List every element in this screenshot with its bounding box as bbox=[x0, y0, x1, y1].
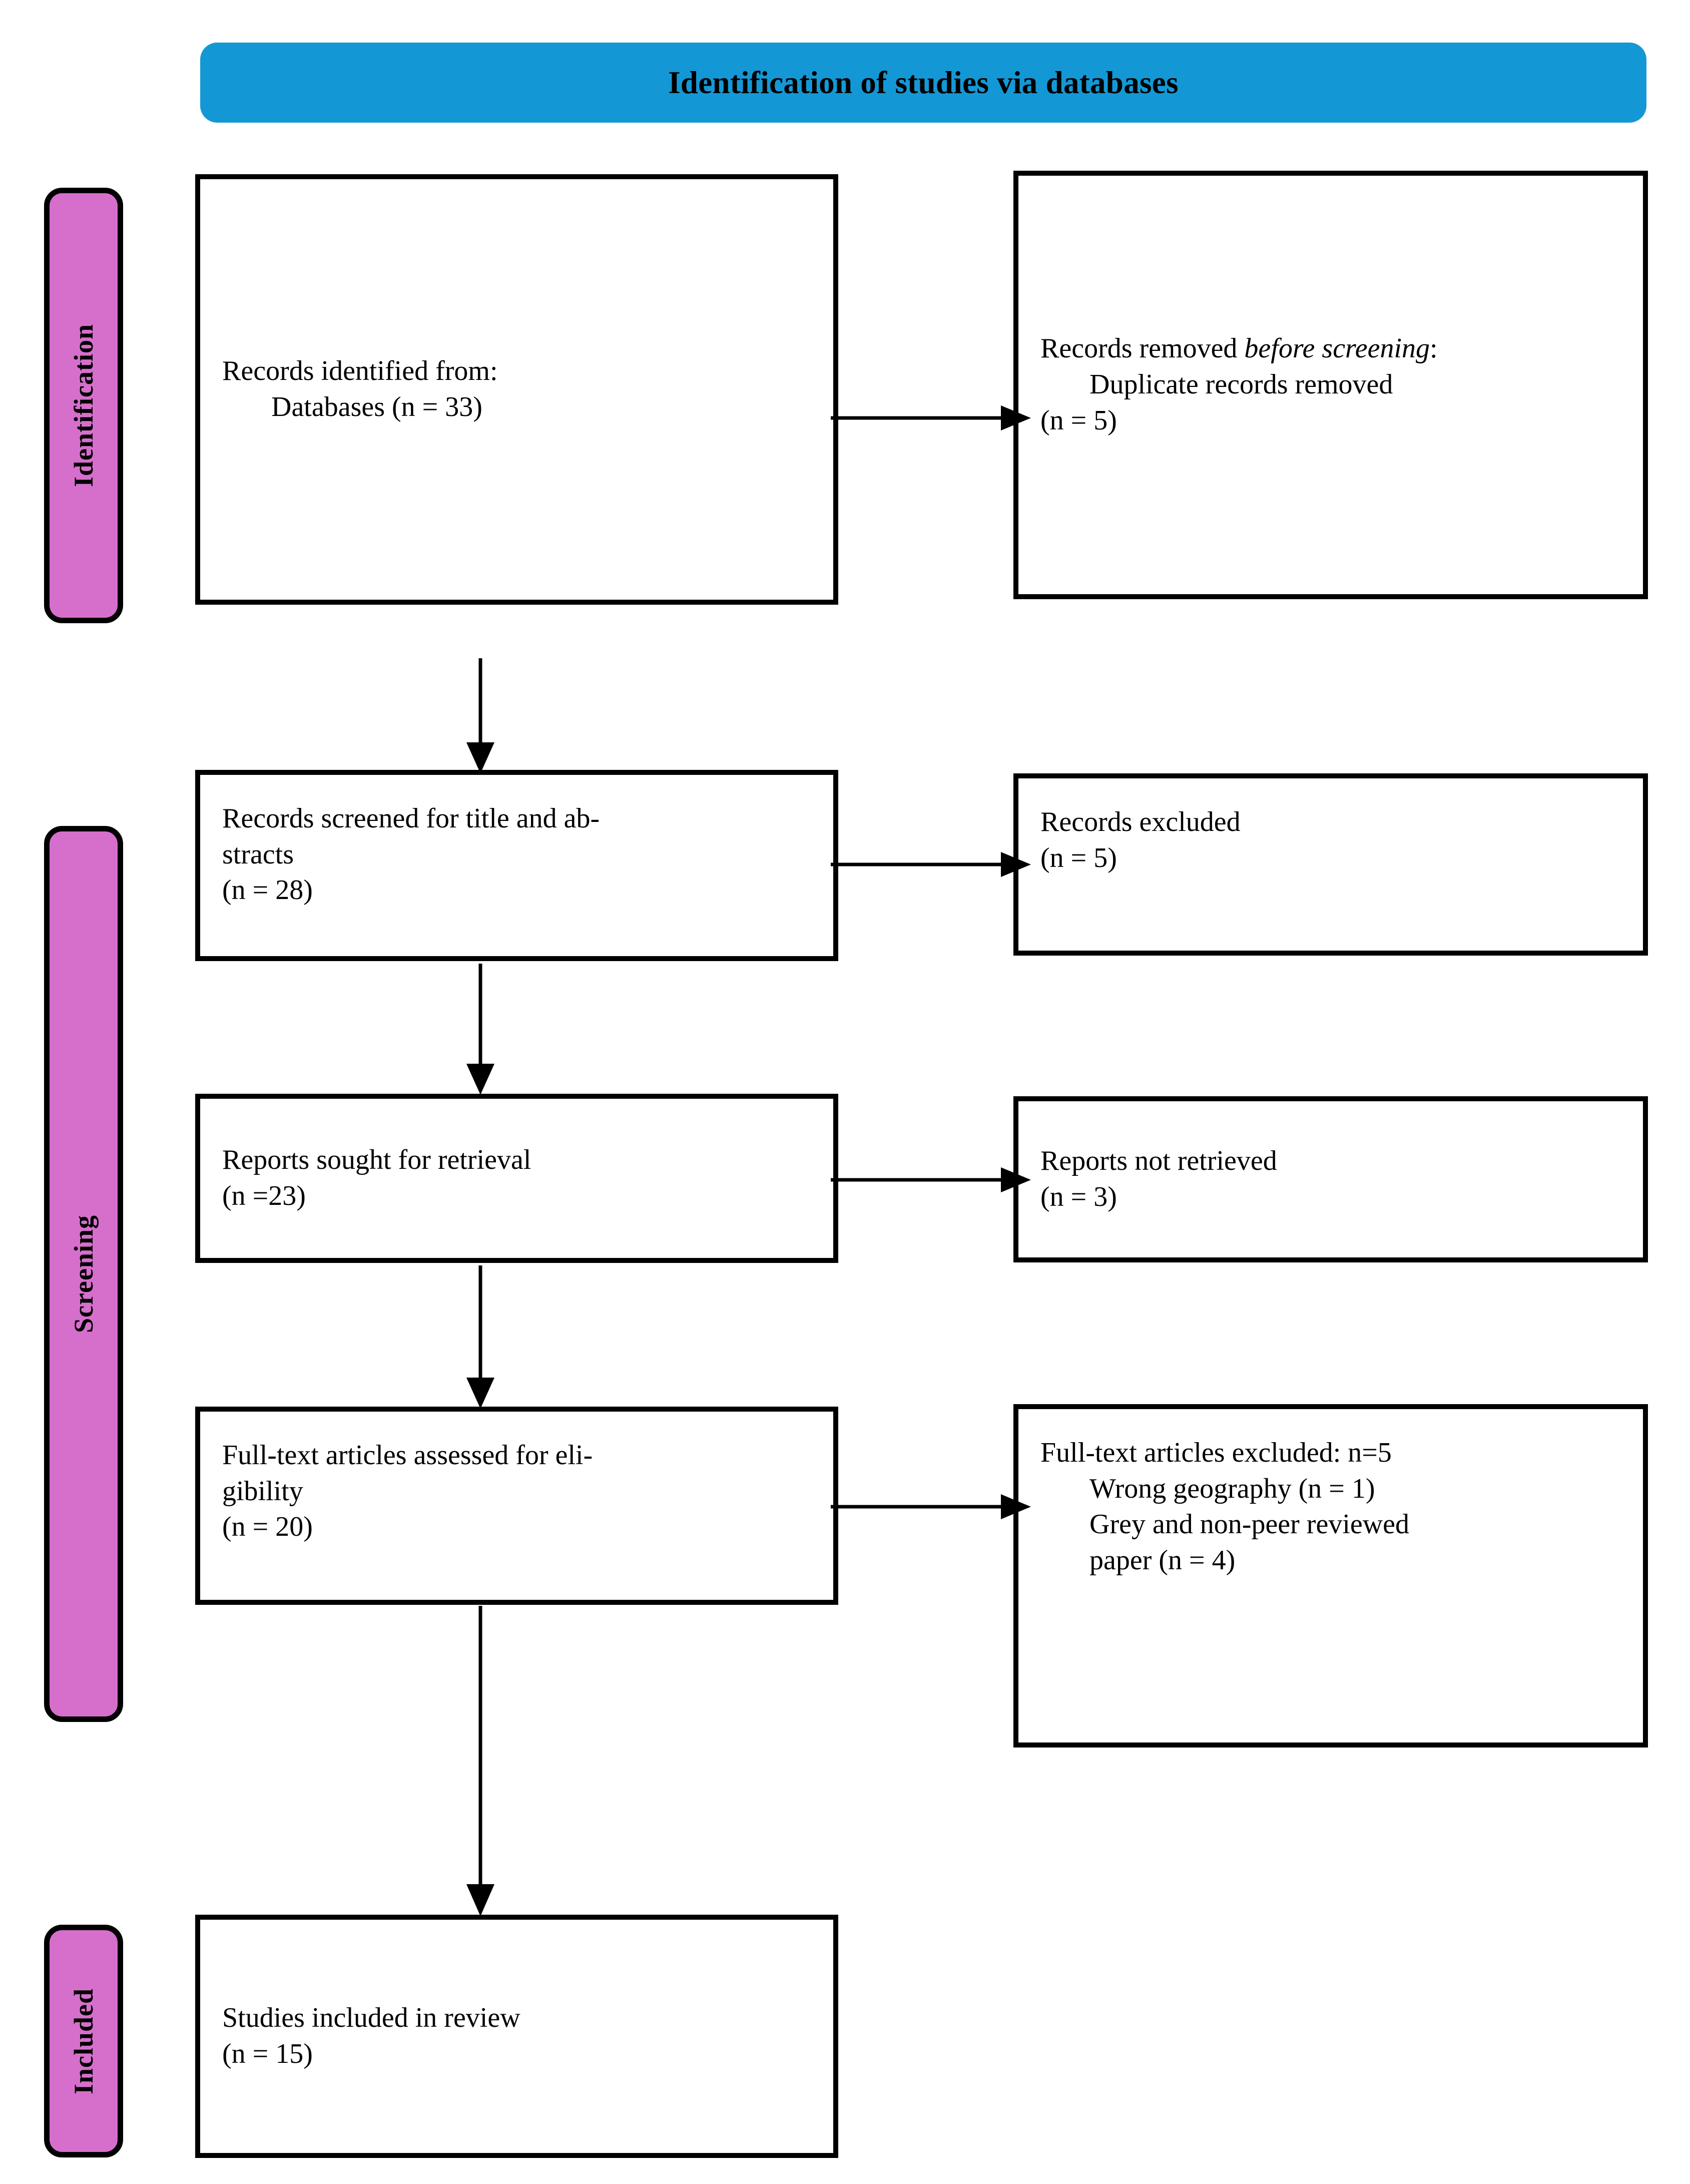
fulltext-assessed-line2: gibility bbox=[222, 1475, 303, 1507]
records-excluded-line2: (n = 5) bbox=[1040, 842, 1117, 873]
reports-sought-line1: Reports sought for retrieval bbox=[222, 1144, 531, 1176]
arrow-fulltext-to-fulltext-excluded bbox=[831, 1494, 1031, 1519]
stage-bar-screening: Screening bbox=[44, 826, 123, 1722]
records-identified-line1: Records identified from: bbox=[222, 355, 498, 387]
records-removed-line1-italic: before screening bbox=[1244, 333, 1430, 364]
fulltext-excluded-line3: Grey and non-peer reviewed bbox=[1089, 1509, 1410, 1540]
fulltext-assessed-line1: Full-text articles assessed for eli- bbox=[222, 1440, 593, 1471]
reports-not-retrieved-line1: Reports not retrieved bbox=[1040, 1145, 1277, 1177]
fulltext-excluded-line1: Full-text articles excluded: n=5 bbox=[1040, 1437, 1392, 1468]
box-studies-included-text: Studies included in review (n = 15) bbox=[222, 2000, 520, 2072]
records-screened-line1: Records screened for title and ab- bbox=[222, 803, 600, 834]
records-identified-line2: Databases (n = 33) bbox=[271, 391, 482, 422]
fulltext-excluded-line2: Wrong geography (n = 1) bbox=[1089, 1473, 1375, 1504]
box-records-removed-before-screening: Records removed before screening: Duplica… bbox=[1013, 171, 1648, 599]
box-records-identified: Records identified from: Databases (n = 3… bbox=[195, 174, 838, 605]
box-fulltext-assessed-text: Full-text articles assessed for eli-gibi… bbox=[222, 1438, 811, 1545]
banner-identification-via-databases: Identification of studies via databases bbox=[200, 43, 1646, 123]
records-removed-line1-prefix: Records removed bbox=[1040, 333, 1245, 364]
arrow-fulltext-to-included bbox=[466, 1606, 494, 1916]
records-removed-line1-suffix: : bbox=[1430, 333, 1438, 364]
box-records-excluded-text: Records excluded (n = 5) bbox=[1040, 804, 1621, 876]
box-records-removed-text: Records removed before screening: Duplica… bbox=[1040, 331, 1438, 439]
records-removed-line3: (n = 5) bbox=[1040, 404, 1117, 436]
stage-bar-included: Included bbox=[44, 1925, 123, 2157]
stage-label-included: Included bbox=[69, 1988, 99, 2094]
box-records-identified-text: Records identified from: Databases (n = 3… bbox=[222, 353, 498, 425]
box-studies-included: Studies included in review (n = 15) bbox=[195, 1915, 838, 2158]
arrow-screened-to-sought bbox=[466, 964, 494, 1095]
box-records-screened: Records screened for title and ab-stract… bbox=[195, 770, 838, 961]
box-records-excluded: Records excluded (n = 5) bbox=[1013, 773, 1648, 956]
box-fulltext-assessed: Full-text articles assessed for eli-gibi… bbox=[195, 1407, 838, 1605]
arrow-sought-to-fulltext bbox=[466, 1265, 494, 1409]
studies-included-line2: (n = 15) bbox=[222, 2038, 313, 2069]
reports-not-retrieved-line2: (n = 3) bbox=[1040, 1181, 1117, 1212]
records-removed-line2: Duplicate records removed bbox=[1089, 369, 1393, 400]
stage-label-screening: Screening bbox=[69, 1215, 99, 1333]
fulltext-excluded-line4: paper (n = 4) bbox=[1089, 1545, 1236, 1576]
records-screened-line3: (n = 28) bbox=[222, 875, 313, 906]
fulltext-assessed-line3: (n = 20) bbox=[222, 1511, 313, 1543]
box-reports-not-retrieved: Reports not retrieved (n = 3) bbox=[1013, 1096, 1648, 1262]
studies-included-line1: Studies included in review bbox=[222, 2002, 520, 2034]
banner-title: Identification of studies via databases bbox=[668, 65, 1179, 100]
box-records-screened-text: Records screened for title and ab-stract… bbox=[222, 801, 811, 909]
arrow-identified-to-removed bbox=[831, 405, 1031, 430]
arrow-screened-to-excluded bbox=[831, 852, 1031, 877]
reports-sought-line2: (n =23) bbox=[222, 1180, 306, 1211]
box-reports-sought-text: Reports sought for retrieval (n =23) bbox=[222, 1142, 531, 1214]
arrow-identified-to-screened bbox=[466, 658, 494, 773]
box-reports-not-retrieved-text: Reports not retrieved (n = 3) bbox=[1040, 1143, 1277, 1215]
box-reports-sought: Reports sought for retrieval (n =23) bbox=[195, 1094, 838, 1263]
stage-label-identification: Identification bbox=[69, 323, 99, 488]
records-excluded-line1: Records excluded bbox=[1040, 806, 1241, 837]
arrow-sought-to-not-retrieved bbox=[831, 1167, 1031, 1192]
stage-bar-identification: Identification bbox=[44, 188, 123, 623]
records-screened-line2: stracts bbox=[222, 838, 294, 870]
